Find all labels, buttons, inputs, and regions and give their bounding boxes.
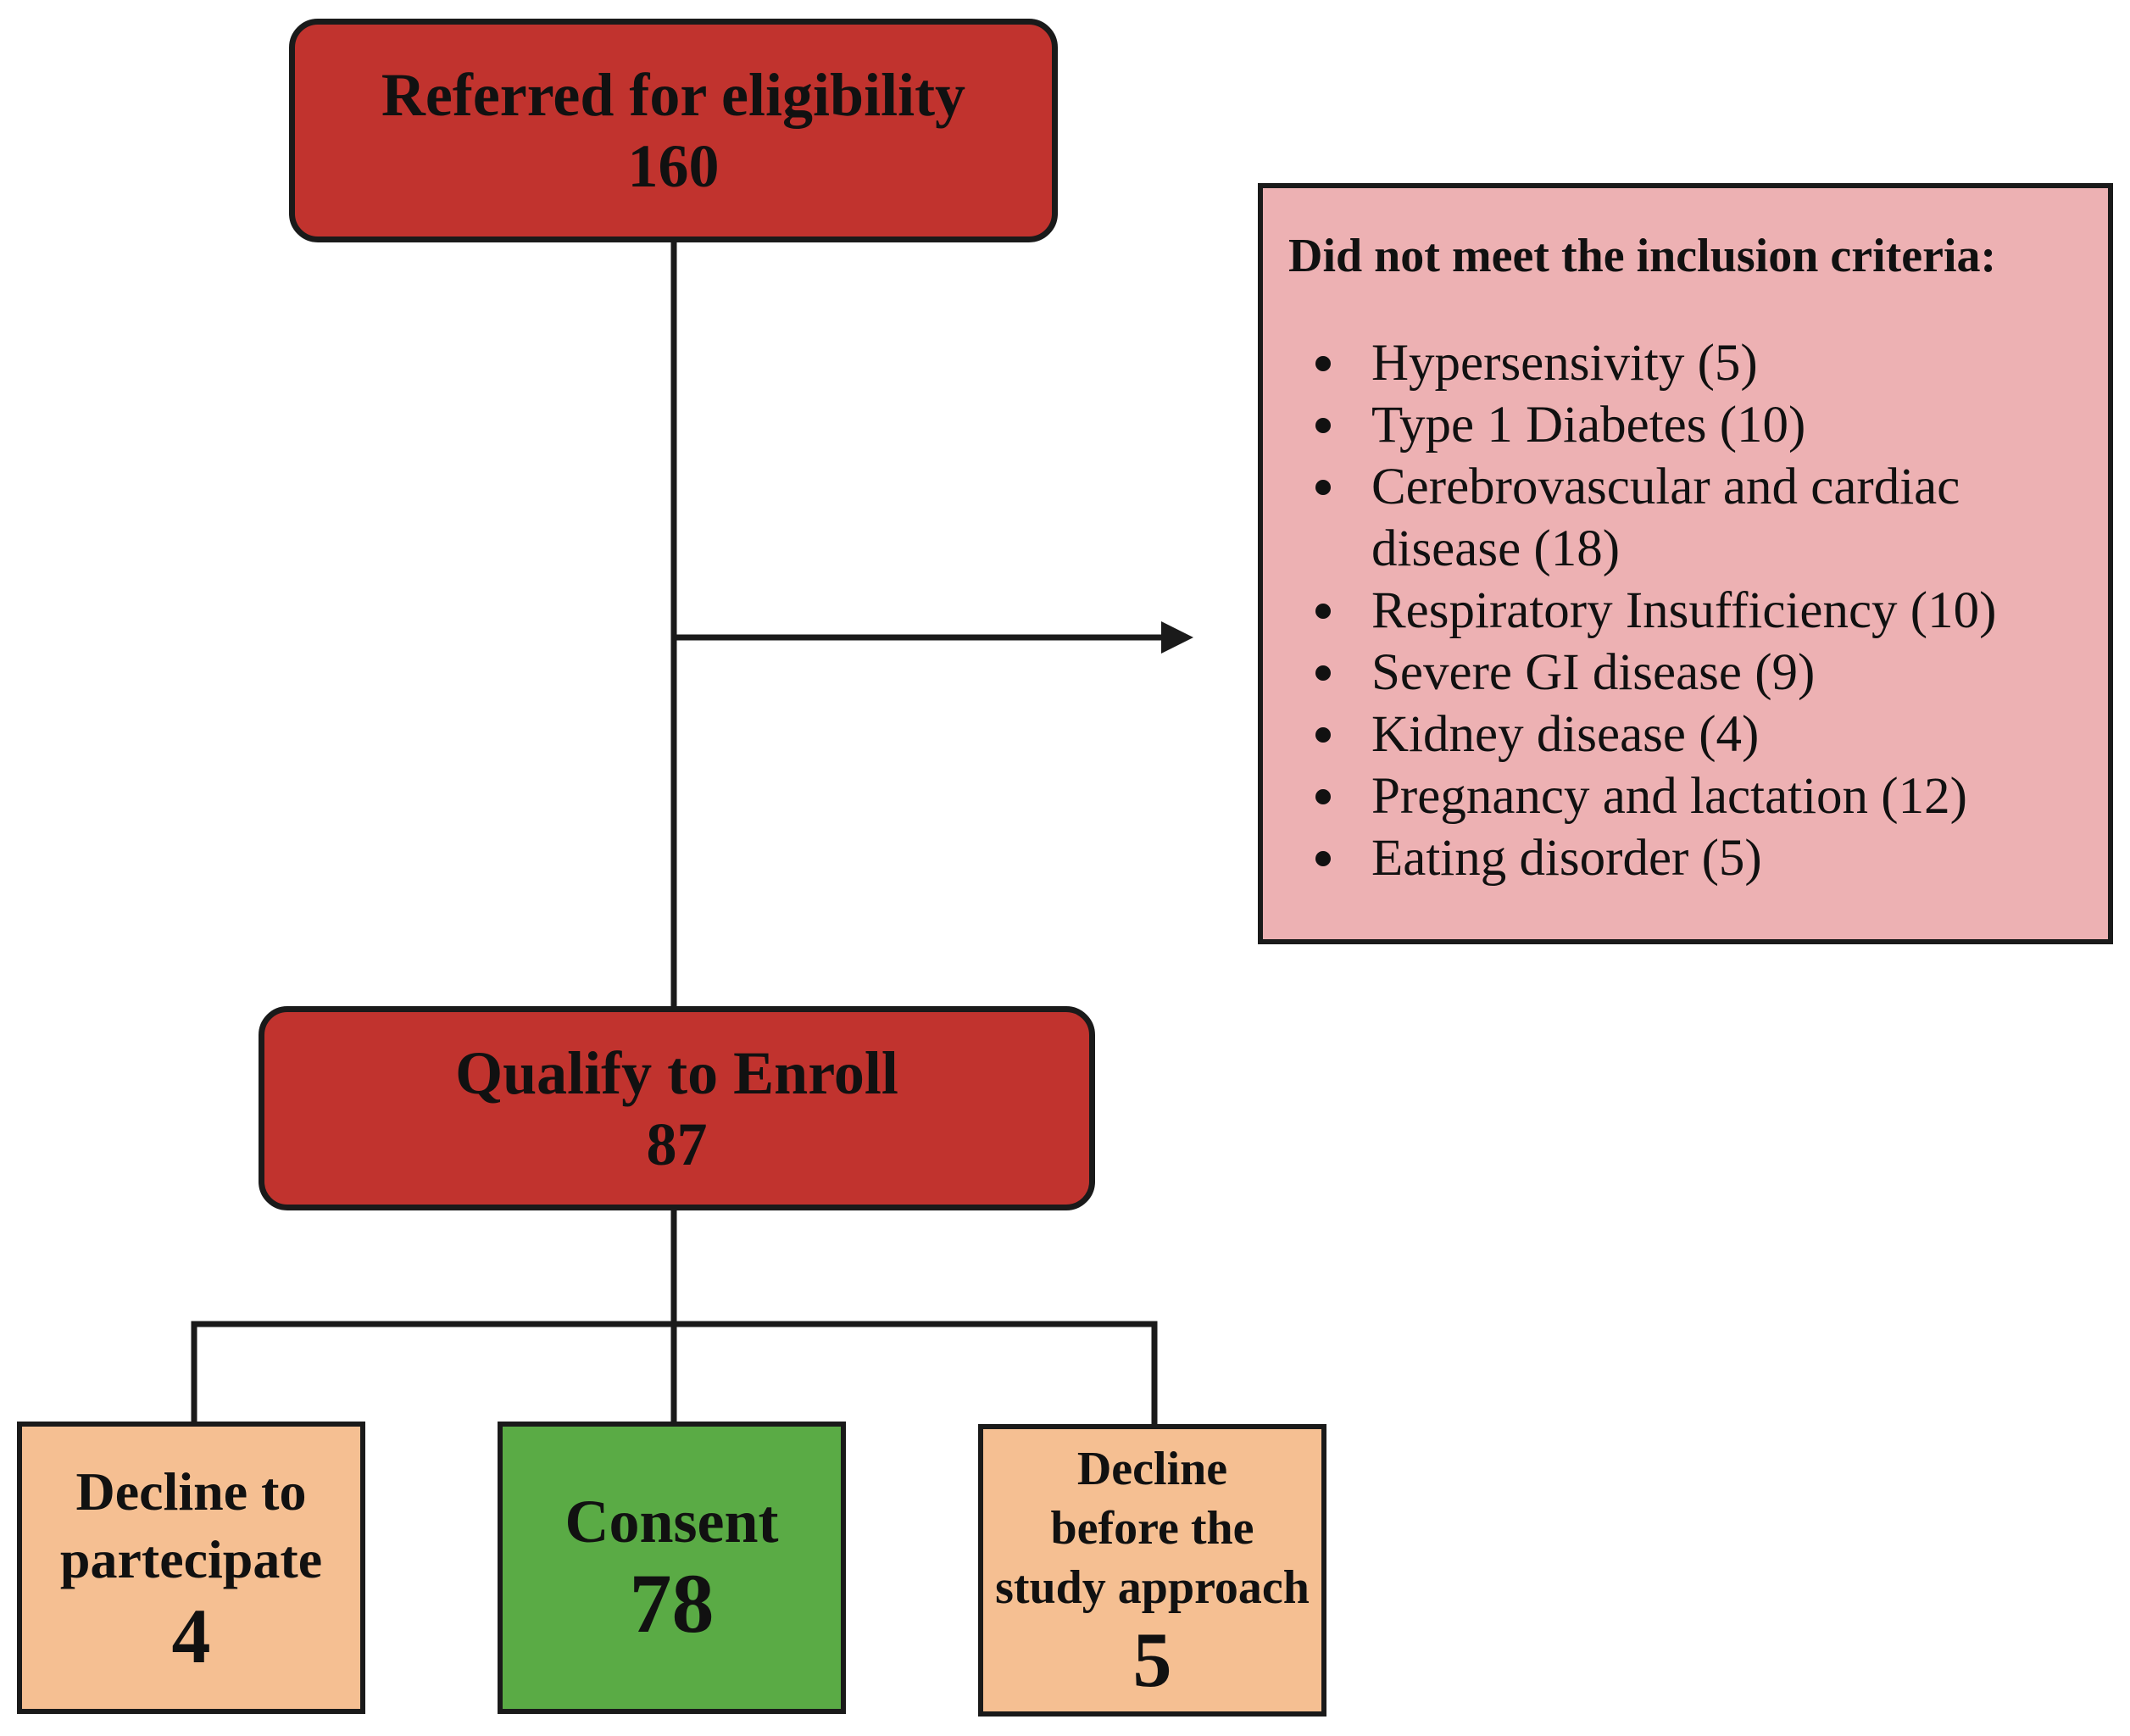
decline-approach-label-line1: Decline bbox=[1076, 1442, 1228, 1495]
exclusion-item: Cerebrovascular and cardiac disease (18) bbox=[1288, 456, 2049, 580]
exclusion-item-text: Eating disorder (5) bbox=[1371, 830, 1762, 887]
exclusion-title: Did not meet the inclusion criteria: bbox=[1288, 230, 1997, 282]
exclusion-item-text: Respiratory Insufficiency (10) bbox=[1371, 582, 1997, 639]
bullet-icon bbox=[1315, 727, 1331, 743]
arrowhead-icon bbox=[1161, 621, 1193, 654]
exclusion-item: Hypersensivity (5) bbox=[1288, 332, 2049, 394]
exclusion-item-text: Cerebrovascular and cardiac disease (18) bbox=[1371, 459, 1960, 577]
exclusion-item: Kidney disease (4) bbox=[1288, 704, 2049, 765]
referred-box: Referred for eligibility 160 bbox=[289, 19, 1058, 242]
referred-label: Referred for eligibility bbox=[381, 61, 966, 129]
exclusion-item: Respiratory Insufficiency (10) bbox=[1288, 580, 2049, 642]
exclusion-item: Severe GI disease (9) bbox=[1288, 642, 2049, 704]
bullet-icon bbox=[1315, 851, 1331, 866]
exclusion-item-text: Hypersensivity (5) bbox=[1371, 335, 1758, 392]
exclusion-item: Eating disorder (5) bbox=[1288, 827, 2049, 889]
decline-approach-count: 5 bbox=[1132, 1616, 1172, 1703]
exclusion-list: Hypersensivity (5) Type 1 Diabetes (10) … bbox=[1288, 332, 2049, 889]
consent-box: Consent 78 bbox=[498, 1422, 846, 1714]
decline-participate-label-line1: Decline to bbox=[75, 1461, 307, 1522]
bullet-icon bbox=[1315, 480, 1331, 495]
qualify-count: 87 bbox=[646, 1110, 708, 1178]
qualify-label: Qualify to Enroll bbox=[455, 1038, 898, 1107]
decline-participate-box: Decline to partecipate 4 bbox=[17, 1422, 365, 1714]
exclusion-item: Type 1 Diabetes (10) bbox=[1288, 394, 2049, 456]
qualify-box: Qualify to Enroll 87 bbox=[259, 1006, 1095, 1210]
consent-count: 78 bbox=[629, 1555, 715, 1650]
bullet-icon bbox=[1315, 356, 1331, 371]
bullet-icon bbox=[1315, 418, 1331, 433]
bullet-icon bbox=[1315, 604, 1331, 619]
bullet-icon bbox=[1315, 789, 1331, 804]
exclusion-box: Did not meet the inclusion criteria: Hyp… bbox=[1258, 183, 2113, 944]
decline-participate-count: 4 bbox=[171, 1592, 211, 1679]
bullet-icon bbox=[1315, 665, 1331, 681]
exclusion-item-text: Severe GI disease (9) bbox=[1371, 644, 1816, 701]
decline-approach-label-line2: before the bbox=[1050, 1501, 1254, 1555]
exclusion-item-text: Kidney disease (4) bbox=[1371, 706, 1760, 763]
exclusion-item: Pregnancy and lactation (12) bbox=[1288, 765, 2049, 827]
exclusion-item-text: Type 1 Diabetes (10) bbox=[1371, 397, 1806, 453]
referred-count: 160 bbox=[627, 132, 720, 200]
decline-approach-label-line3: study approach bbox=[995, 1561, 1310, 1614]
decline-approach-box: Decline before the study approach 5 bbox=[978, 1424, 1326, 1717]
decline-participate-label-line2: partecipate bbox=[59, 1528, 323, 1589]
exclusion-item-text: Pregnancy and lactation (12) bbox=[1371, 768, 1967, 825]
consent-label: Consent bbox=[564, 1487, 779, 1555]
